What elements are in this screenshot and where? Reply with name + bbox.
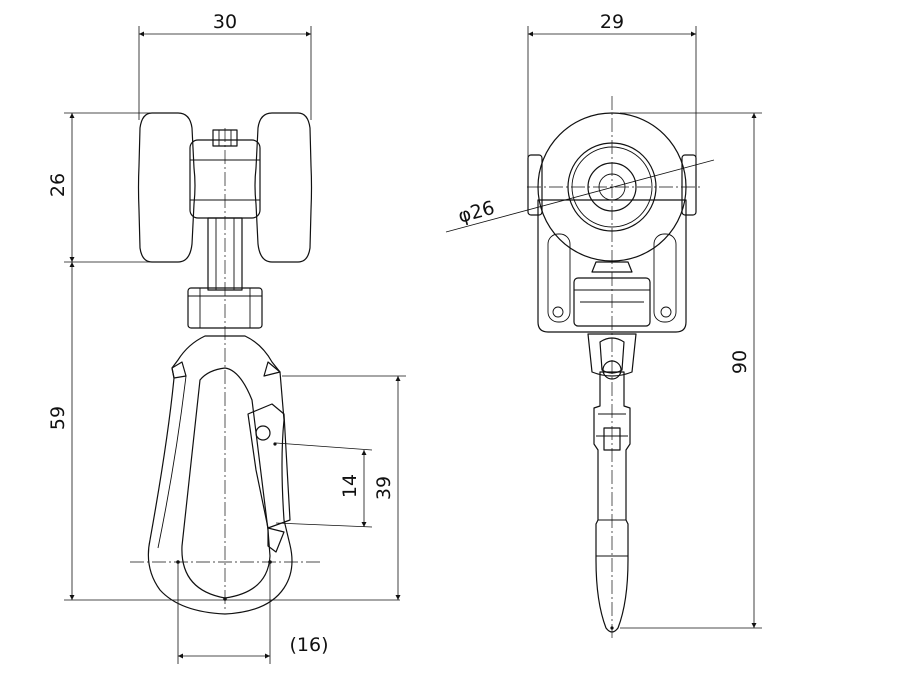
side-swivel xyxy=(587,333,637,377)
dim-hook-length: 39 xyxy=(373,476,395,500)
dim-side-width: 29 xyxy=(600,11,624,33)
dim-wheel-height: 26 xyxy=(47,173,69,197)
left-wheel xyxy=(137,112,196,263)
right-wheel xyxy=(254,112,313,263)
gate-rivet xyxy=(255,425,271,441)
dim-hook-width-ref: (16) xyxy=(289,634,328,656)
snap-hook-opening xyxy=(181,367,271,599)
gate-lever xyxy=(247,403,291,529)
dim-total-height: 90 xyxy=(729,350,751,374)
dim-wheel-diameter: φ26 xyxy=(456,197,497,228)
front-view xyxy=(137,112,313,615)
side-snap-hook xyxy=(593,371,631,633)
side-bracket xyxy=(537,199,687,333)
snap-hook-body xyxy=(147,335,293,615)
dim-lower-height: 59 xyxy=(47,406,69,430)
dim-front-width: 30 xyxy=(213,11,237,33)
dim-gate-opening: 14 xyxy=(339,474,361,498)
diameter-leader xyxy=(445,159,715,233)
